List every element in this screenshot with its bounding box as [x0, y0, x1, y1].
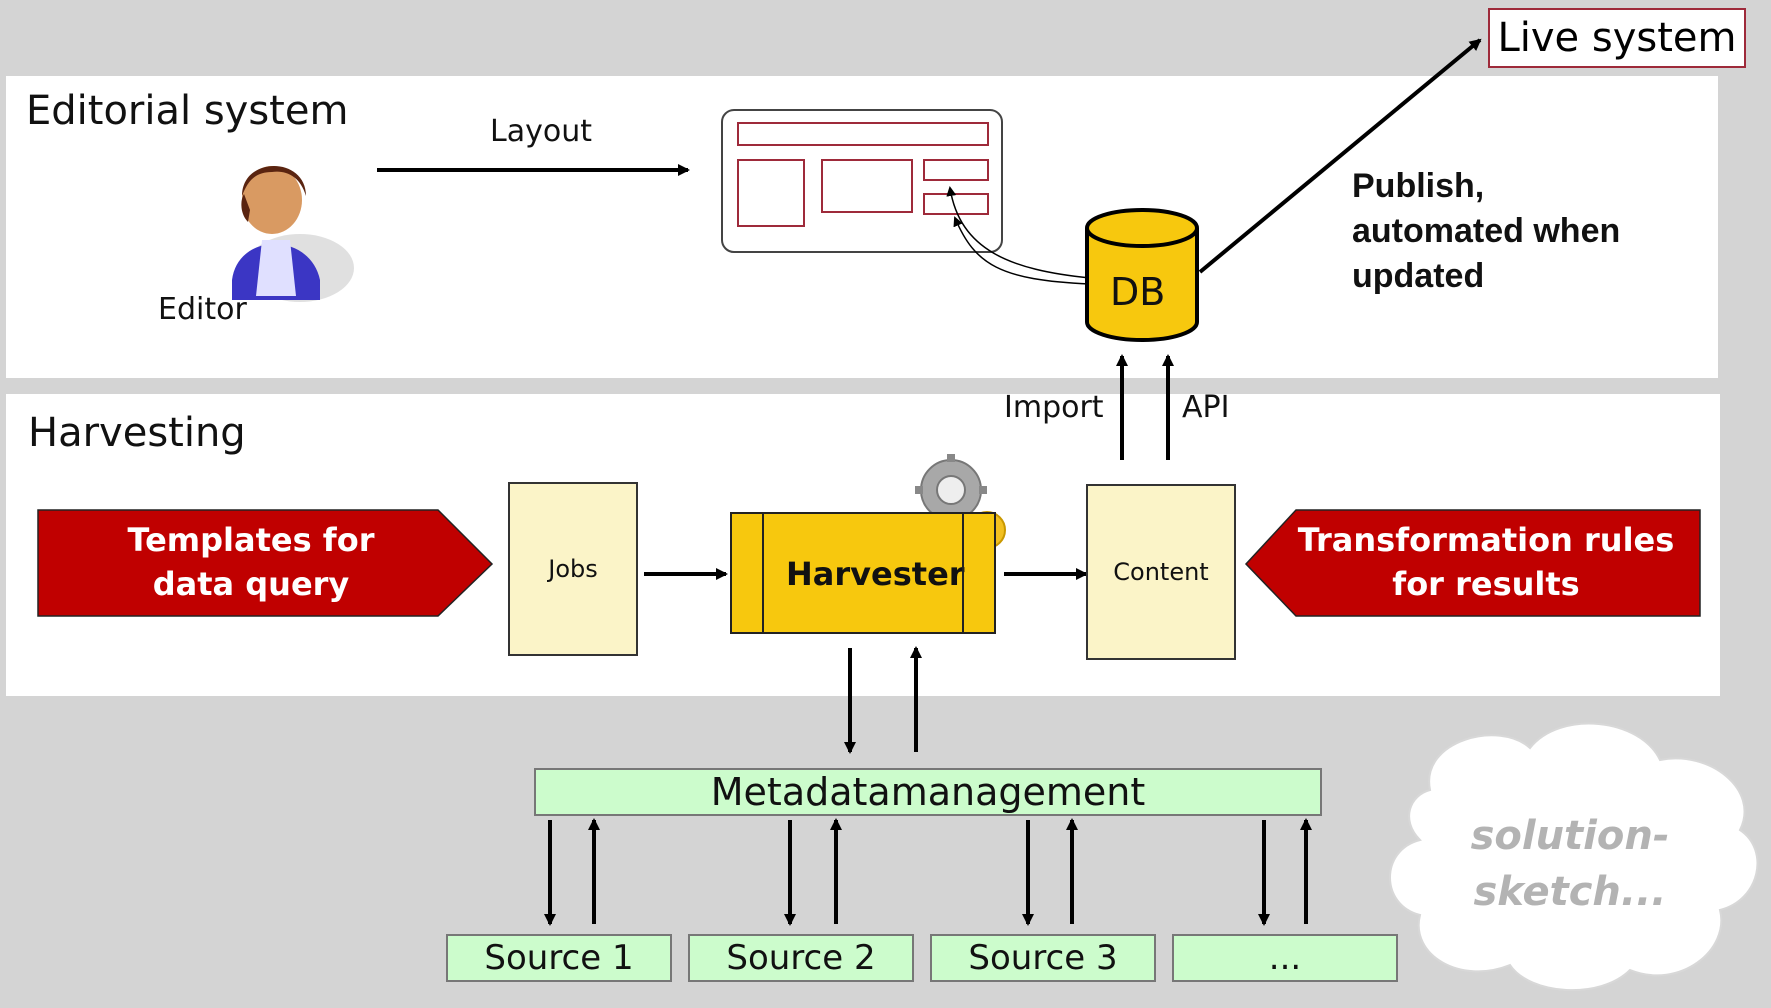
metadatamanagement-box: Metadatamanagement: [534, 768, 1322, 816]
templates-line-1: Templates for: [127, 521, 375, 559]
cloud-line-1: solution-: [1470, 813, 1670, 859]
source-3-box: Source 3: [930, 934, 1156, 982]
cloud-shape: [1389, 722, 1759, 992]
publish-arrow: [1198, 38, 1482, 274]
templates-line-2: data query: [152, 565, 350, 603]
source-more-box: ...: [1172, 934, 1398, 982]
import-label: Import: [1004, 390, 1104, 425]
cloud-line-2: sketch...: [1473, 869, 1667, 915]
editorial-system-title: Editorial system: [26, 88, 349, 134]
jobs-document: Jobs: [508, 482, 638, 656]
cloud-text: solution- sketch...: [1470, 808, 1670, 920]
db-label: DB: [1110, 270, 1166, 314]
db-to-layout-curve-2: [953, 216, 1091, 285]
rules-line-1: Transformation rules: [1297, 521, 1675, 559]
templates-arrow-shape: [37, 509, 494, 617]
harvesting-title: Harvesting: [28, 410, 246, 456]
layout-wireframe: [721, 109, 1003, 253]
layout-label: Layout: [490, 114, 592, 149]
source-1-box: Source 1: [446, 934, 672, 982]
templates-text: Templates for data query: [66, 518, 436, 606]
rules-arrow-shape: [1244, 509, 1701, 617]
harvester-inner-line-right: [962, 512, 964, 634]
rules-line-2: for results: [1392, 565, 1580, 603]
rules-text: Transformation rules for results: [1296, 518, 1676, 606]
content-document: Content: [1086, 484, 1236, 660]
db-cylinder: [1085, 208, 1199, 342]
publish-line-1: Publish,: [1352, 167, 1485, 205]
api-label: API: [1182, 390, 1230, 425]
editor-label: Editor: [158, 292, 247, 327]
live-system-box: Live system: [1488, 8, 1746, 68]
editor-avatar: [232, 166, 354, 302]
publish-line-3: updated: [1352, 257, 1485, 295]
harvester-label: Harvester: [786, 555, 965, 593]
source-2-box: Source 2: [688, 934, 914, 982]
source-arrows: [544, 818, 1312, 926]
publish-text: Publish, automated when updated: [1352, 164, 1620, 299]
harvester-box: [730, 512, 996, 634]
publish-line-2: automated when: [1352, 212, 1621, 250]
db-to-layout-curve-1: [946, 186, 1091, 279]
harvester-inner-line-left: [762, 512, 764, 634]
